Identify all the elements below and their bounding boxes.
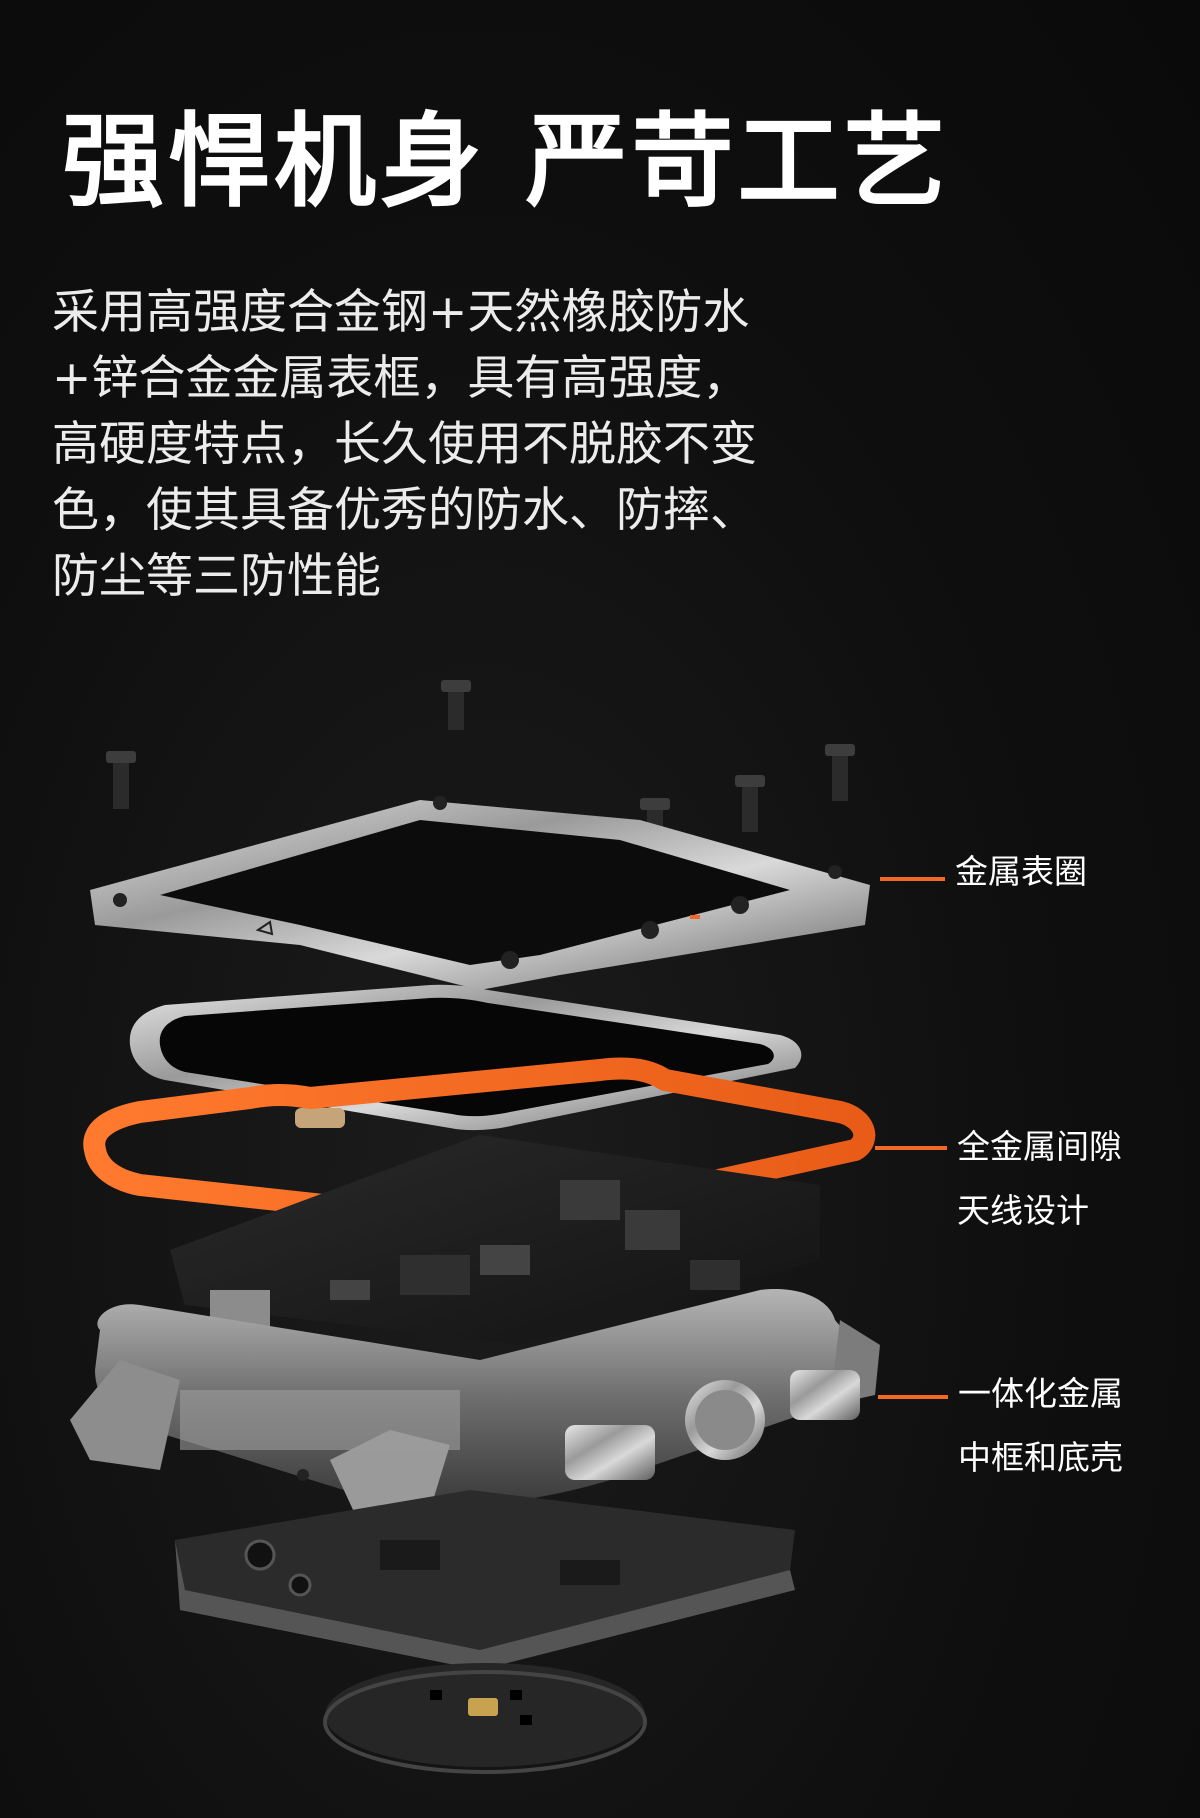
description-line: 采用高强度合金钢+天然橡胶防水 <box>52 285 750 340</box>
callout-label: 天线设计 <box>957 1191 1089 1230</box>
callout-line-case <box>878 1395 948 1399</box>
callout-line-bezel <box>880 877 945 881</box>
description-line: 高硬度特点，长久使用不脱胶不变 <box>52 417 757 472</box>
screw-icon <box>106 751 136 809</box>
sensor-disc <box>323 1663 647 1774</box>
metal-bezel <box>90 796 870 990</box>
back-plate <box>175 1490 795 1670</box>
callout-label: 一体化金属 <box>958 1374 1123 1413</box>
callout-label: 中框和底壳 <box>958 1438 1123 1477</box>
callout-label: 全金属间隙 <box>957 1127 1122 1166</box>
screw-icon <box>735 775 765 832</box>
callout-metal-bezel: 金属表圈 <box>955 840 1087 904</box>
description-line: 防尘等三防性能 <box>52 549 381 604</box>
description: 采用高强度合金钢+天然橡胶防水 +锌合金金属表框，具有高强度， 高硬度特点，长久… <box>52 280 832 610</box>
callout-line-antenna <box>875 1146 947 1150</box>
callout-label: 金属表圈 <box>955 852 1087 891</box>
watch-case <box>70 1289 880 1525</box>
description-line: 色，使其具备优秀的防水、防摔、 <box>52 483 757 538</box>
circuit-board <box>170 1135 820 1345</box>
screw-icon <box>441 680 471 730</box>
page-title: 强悍机身 严苛工艺 <box>62 103 950 222</box>
callout-antenna-design: 全金属间隙 天线设计 <box>957 1115 1122 1243</box>
callout-unibody-case: 一体化金属 中框和底壳 <box>958 1362 1123 1490</box>
description-line: +锌合金金属表框，具有高强度， <box>52 351 750 406</box>
screw-icon <box>825 744 855 801</box>
